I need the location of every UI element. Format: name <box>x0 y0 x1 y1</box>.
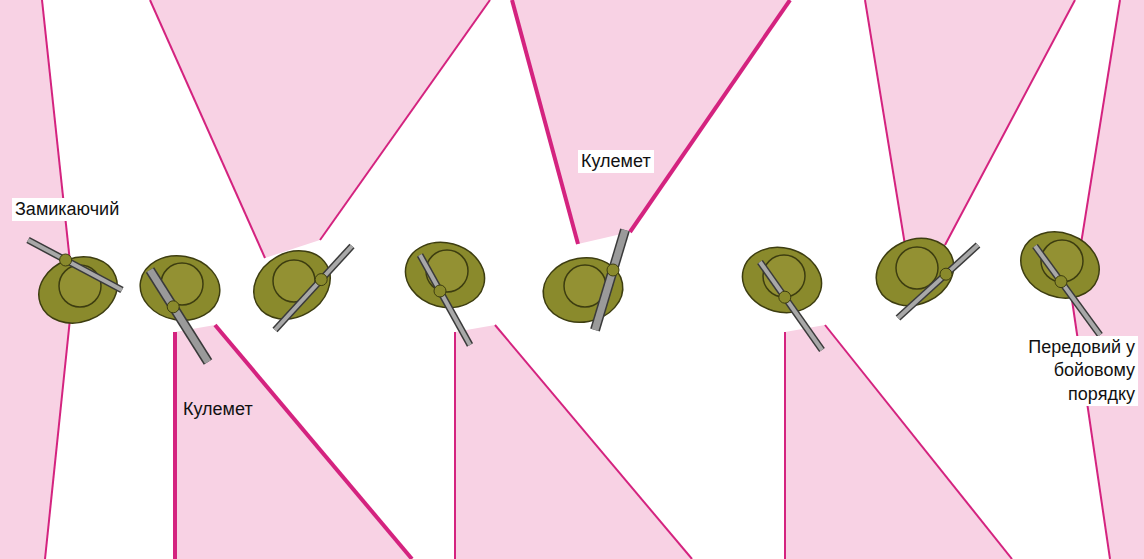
sector-edge <box>865 0 905 245</box>
soldier-figure <box>241 237 352 332</box>
soldier-hand <box>315 274 327 286</box>
weapon-outline <box>420 255 470 345</box>
soldier-figure <box>135 250 225 362</box>
sector-edge <box>173 332 177 559</box>
weapon <box>760 262 822 350</box>
soldier-figure <box>398 234 492 345</box>
soldier-figure <box>1011 221 1108 335</box>
callout-label: Кулемет <box>180 398 256 421</box>
soldier-body <box>1011 221 1108 309</box>
sector-edge <box>825 325 1012 559</box>
fire-sector <box>865 0 1075 245</box>
soldier-hand <box>167 301 179 313</box>
fire-sector <box>785 325 1012 559</box>
weapon <box>150 270 208 362</box>
fire-sector <box>455 325 692 559</box>
soldier-body <box>241 237 342 332</box>
soldier-figure <box>865 226 978 318</box>
weapon <box>275 246 352 330</box>
sector-edge <box>945 0 1075 245</box>
callout-label: Кулемет <box>578 150 654 173</box>
fire-sector <box>512 0 790 244</box>
weapon-outline <box>595 230 625 330</box>
callout-label: Передовий у бойовому порядку <box>1004 336 1138 406</box>
sector-edge <box>454 332 456 559</box>
weapon <box>595 230 625 330</box>
weapon <box>898 245 978 318</box>
soldier-hand <box>779 291 791 303</box>
sector-edge <box>150 0 265 258</box>
soldier-body <box>735 239 829 322</box>
weapon-outline <box>150 270 208 362</box>
sector-edge <box>45 290 73 559</box>
weapon-outline <box>898 245 978 318</box>
weapon-outline <box>275 246 352 330</box>
sector-edge <box>215 325 412 559</box>
soldier-figure <box>538 230 628 330</box>
soldier-figure <box>28 240 127 334</box>
soldier-body <box>29 246 126 334</box>
weapon-outline <box>28 240 122 290</box>
soldier-hand <box>1055 276 1067 288</box>
weapon <box>420 255 470 345</box>
weapon-outline <box>760 262 822 350</box>
soldier-hand <box>607 264 619 276</box>
sector-edge <box>320 0 490 240</box>
sector-edge <box>512 0 578 244</box>
sector-edge <box>495 325 692 559</box>
weapon <box>28 240 122 290</box>
callout-label: Замикаючий <box>12 198 122 221</box>
weapon <box>1035 246 1100 335</box>
soldier-hand <box>60 254 72 266</box>
fire-sector <box>150 0 490 258</box>
weapon-outline <box>1035 246 1100 335</box>
sector-edge <box>784 332 786 559</box>
soldier-hand <box>940 268 952 280</box>
sector-edge <box>630 0 790 232</box>
soldier-hand <box>434 285 446 297</box>
soldier-figure <box>735 239 829 350</box>
